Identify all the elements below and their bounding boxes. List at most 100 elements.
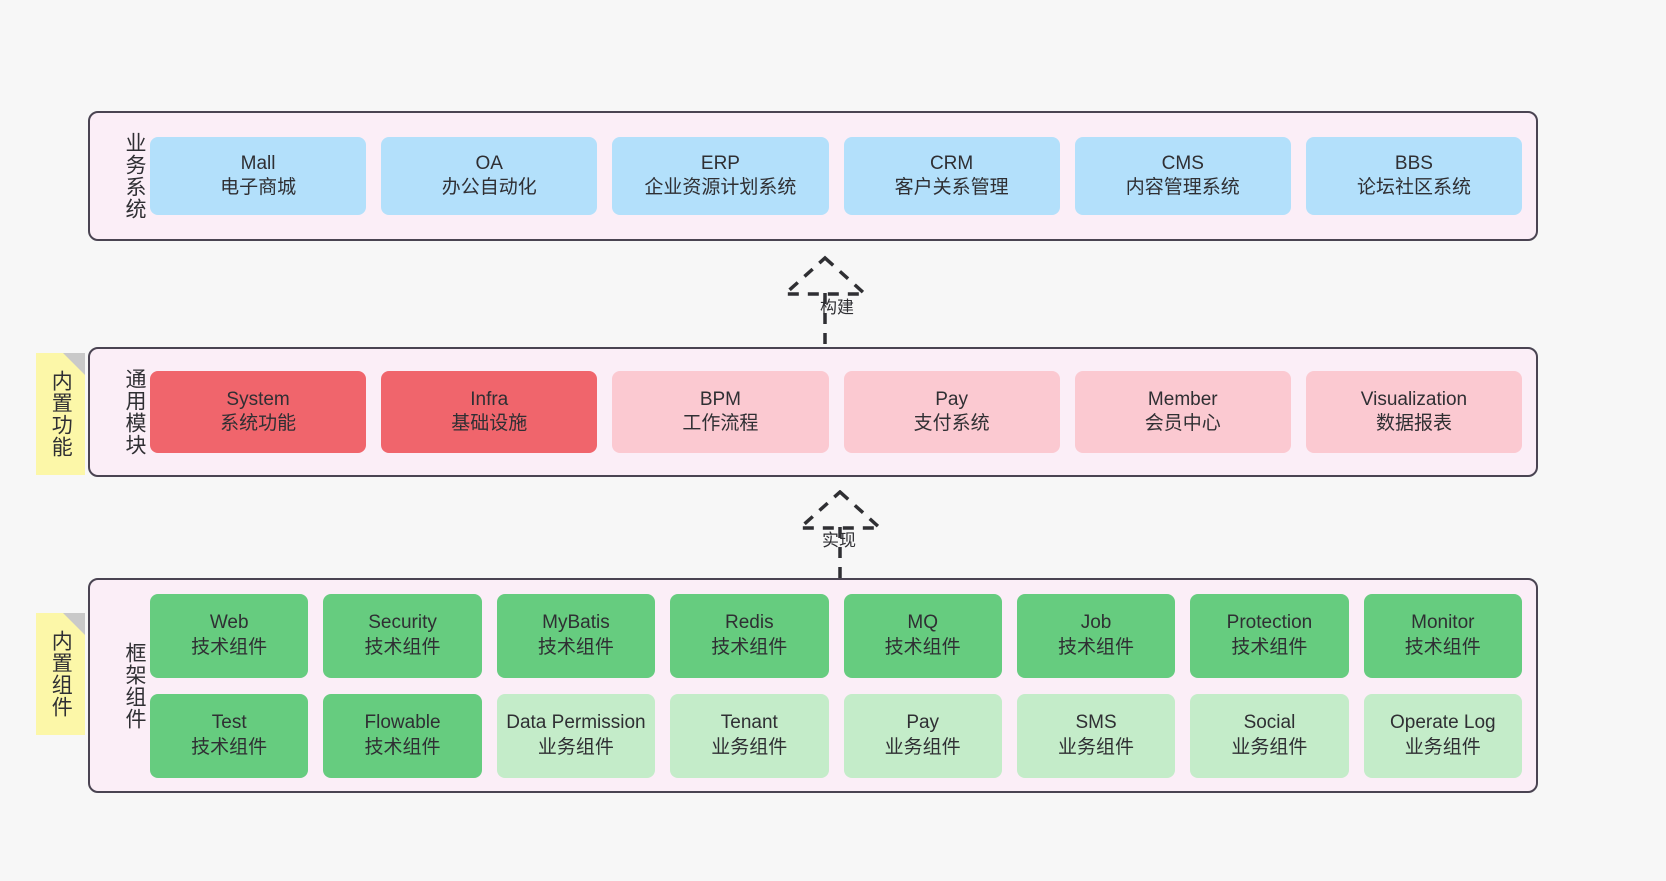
card-security-name: Security [368, 612, 437, 634]
card-system[interactable]: System 系统功能 [150, 371, 367, 453]
card-bbs-desc: 论坛社区系统 [1356, 177, 1471, 198]
layer-framework-title: 框架组件 [123, 641, 146, 730]
card-tenant-desc: 业务组件 [711, 736, 788, 758]
card-sms-desc: 业务组件 [1058, 736, 1135, 758]
card-test[interactable]: Test 技术组件 [150, 693, 309, 778]
card-pay-module-name: Pay [935, 388, 968, 410]
card-tenant-name: Tenant [720, 712, 778, 734]
card-job-desc: 技术组件 [1058, 636, 1135, 658]
framework-card-rows: Web 技术组件 Security 技术组件 MyBatis 技术组件 Redi… [150, 593, 1522, 778]
card-pay-component[interactable]: Pay 业务组件 [843, 693, 1002, 778]
card-redis-desc: 技术组件 [711, 636, 788, 658]
card-mybatis-desc: 技术组件 [537, 636, 614, 658]
card-mq-desc: 技术组件 [884, 636, 961, 658]
note-builtin-components-text: 内置组件 [49, 630, 73, 718]
layer-modules[interactable]: 通用模块 System 系统功能 Infra 基础设施 BPM 工作流程 Pay [88, 347, 1538, 477]
card-mybatis[interactable]: MyBatis 技术组件 [496, 593, 656, 678]
card-cms[interactable]: CMS 内容管理系统 [1074, 137, 1291, 215]
card-visualization[interactable]: Visualization 数据报表 [1305, 371, 1523, 453]
card-system-name: System [226, 388, 290, 410]
card-bpm-name: BPM [699, 388, 742, 410]
card-job-name: Job [1080, 612, 1112, 634]
card-member-desc: 会员中心 [1144, 413, 1221, 434]
card-pay-module-desc: 支付系统 [913, 413, 990, 434]
card-member-name: Member [1147, 388, 1218, 410]
card-crm-desc: 客户关系管理 [894, 177, 1009, 198]
card-flowable[interactable]: Flowable 技术组件 [323, 693, 482, 778]
layer-framework[interactable]: 框架组件 Web 技术组件 Security 技术组件 MyBatis 技术组件 [88, 578, 1538, 793]
card-mq-name: MQ [907, 612, 938, 634]
card-social-desc: 业务组件 [1231, 736, 1308, 758]
note-builtin-functions-text: 内置功能 [49, 370, 73, 458]
card-protection[interactable]: Protection 技术组件 [1190, 593, 1349, 678]
card-mq[interactable]: MQ 技术组件 [843, 593, 1002, 678]
card-infra[interactable]: Infra 基础设施 [381, 371, 598, 453]
layer-framework-body: Web 技术组件 Security 技术组件 MyBatis 技术组件 Redi… [146, 580, 1536, 791]
layer-business-title: 业务系统 [123, 132, 146, 220]
card-operate-log-name: Operate Log [1389, 712, 1496, 734]
card-social-name: Social [1243, 712, 1296, 734]
card-member[interactable]: Member 会员中心 [1074, 371, 1291, 453]
card-pay-module[interactable]: Pay 支付系统 [843, 371, 1060, 453]
card-flowable-name: Flowable [364, 712, 441, 734]
card-flowable-desc: 技术组件 [364, 736, 441, 758]
card-web-desc: 技术组件 [191, 636, 268, 658]
card-infra-name: Infra [470, 388, 509, 410]
card-web[interactable]: Web 技术组件 [150, 593, 309, 678]
card-data-permission[interactable]: Data Permission 业务组件 [496, 693, 656, 778]
card-visualization-desc: 数据报表 [1375, 413, 1452, 434]
card-erp-desc: 企业资源计划系统 [644, 177, 797, 198]
card-bbs-name: BBS [1394, 152, 1433, 174]
card-operate-log-desc: 业务组件 [1404, 736, 1481, 758]
layer-business-body: Mall 电子商城 OA 办公自动化 ERP 企业资源计划系统 CRM 客户关系… [146, 113, 1536, 239]
card-bbs[interactable]: BBS 论坛社区系统 [1305, 137, 1523, 215]
modules-card-row: System 系统功能 Infra 基础设施 BPM 工作流程 Pay 支付系统… [150, 371, 1523, 453]
card-system-desc: 系统功能 [220, 413, 297, 434]
card-cms-desc: 内容管理系统 [1125, 177, 1240, 198]
card-data-permission-name: Data Permission [506, 712, 646, 734]
card-bpm[interactable]: BPM 工作流程 [612, 371, 829, 453]
connector-build-label: 构建 [820, 298, 854, 317]
card-erp[interactable]: ERP 企业资源计划系统 [612, 137, 829, 215]
card-sms-name: SMS [1075, 712, 1117, 734]
card-monitor-name: Monitor [1411, 612, 1475, 634]
card-mall-name: Mall [240, 152, 276, 174]
card-protection-desc: 技术组件 [1231, 636, 1308, 658]
note-builtin-functions: 内置功能 [36, 353, 85, 475]
card-mall[interactable]: Mall 电子商城 [150, 137, 367, 215]
card-security-desc: 技术组件 [364, 636, 441, 658]
card-redis[interactable]: Redis 技术组件 [670, 593, 829, 678]
card-monitor-desc: 技术组件 [1404, 636, 1481, 658]
layer-modules-title: 通用模块 [123, 368, 146, 456]
card-cms-name: CMS [1161, 152, 1204, 174]
card-operate-log[interactable]: Operate Log 业务组件 [1363, 693, 1522, 778]
card-web-name: Web [209, 612, 249, 634]
card-test-desc: 技术组件 [191, 736, 268, 758]
card-job[interactable]: Job 技术组件 [1016, 593, 1176, 678]
card-oa-name: OA [475, 152, 503, 174]
card-crm[interactable]: CRM 客户关系管理 [843, 137, 1060, 215]
card-social[interactable]: Social 业务组件 [1190, 693, 1349, 778]
card-redis-name: Redis [725, 612, 774, 634]
card-data-permission-desc: 业务组件 [537, 736, 614, 758]
note-fold-corner-icon [63, 613, 85, 635]
business-card-row: Mall 电子商城 OA 办公自动化 ERP 企业资源计划系统 CRM 客户关系… [150, 137, 1523, 215]
card-monitor[interactable]: Monitor 技术组件 [1363, 593, 1522, 678]
card-pay-component-desc: 业务组件 [884, 736, 961, 758]
card-bpm-desc: 工作流程 [682, 413, 759, 434]
card-infra-desc: 基础设施 [451, 413, 528, 434]
card-tenant[interactable]: Tenant 业务组件 [670, 693, 829, 778]
card-security[interactable]: Security 技术组件 [323, 593, 482, 678]
layer-business[interactable]: 业务系统 Mall 电子商城 OA 办公自动化 ERP 企业资源计划系统 CRM [88, 111, 1538, 241]
card-test-name: Test [211, 712, 247, 734]
card-erp-name: ERP [700, 152, 740, 174]
card-mall-desc: 电子商城 [220, 177, 297, 198]
card-oa[interactable]: OA 办公自动化 [381, 137, 598, 215]
framework-row-business: Test 技术组件 Flowable 技术组件 Data Permission … [150, 693, 1522, 778]
connector-implement-label: 实现 [822, 531, 856, 550]
card-protection-name: Protection [1226, 612, 1313, 634]
card-sms[interactable]: SMS 业务组件 [1016, 693, 1176, 778]
framework-row-technical: Web 技术组件 Security 技术组件 MyBatis 技术组件 Redi… [150, 593, 1522, 678]
layer-modules-body: System 系统功能 Infra 基础设施 BPM 工作流程 Pay 支付系统… [146, 349, 1536, 475]
